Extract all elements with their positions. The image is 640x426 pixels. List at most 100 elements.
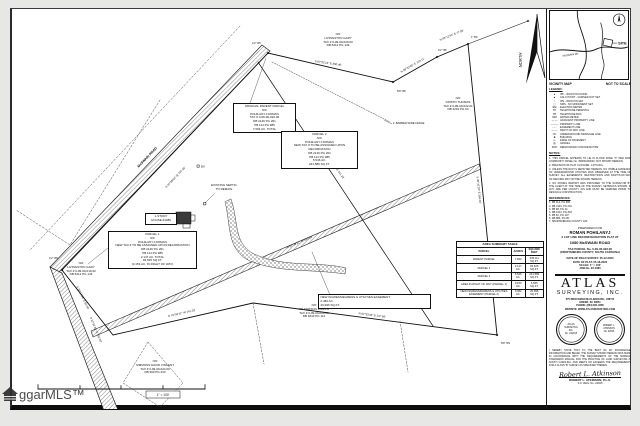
cell-sqft: 335,111 SQ.FT. <box>524 254 545 265</box>
parcel-1-label-box: PARCEL 1 N/F POHILANYJ ROMAN NEW TAX # T… <box>108 231 197 269</box>
cell-acres: 5.546 AC. <box>510 271 526 282</box>
vicinity-road-label: McSWAIN RD <box>562 52 578 57</box>
corner-pin <box>495 333 499 337</box>
cell-sqft: 6,665 SQ.FT. <box>524 280 545 290</box>
not-to-scale-caption: NOT TO SCALE <box>605 81 631 86</box>
prepared-for-block: PREPARED FOR ROMAN POHILANYJ 2 LOT LINE … <box>549 226 631 255</box>
electric-meter-icon: EM <box>552 106 557 110</box>
legend-item: ●IPF - IRON PIN FOUND <box>549 93 631 96</box>
firm-address: 575 BROCKMAN McCLIMON RD., UNIT B GREER,… <box>565 297 615 311</box>
pin-label: 1" IPF <box>471 36 478 39</box>
legend-title: LEGEND: <box>549 87 563 92</box>
firm-logo-bar <box>555 274 625 276</box>
certification-text: I HEREBY STATE THAT TO THE BEST OF MY KN… <box>549 348 631 368</box>
mls-watermark: ggarMLS™ <box>2 387 85 402</box>
cell-parcel: NEW INGRESS/EGRESS & UTILITIES EASEMENT … <box>456 288 512 298</box>
owner-label-livingston-top: N/F LIVINGSTON GARY TAX # 0-09-00-020.00… <box>323 32 353 48</box>
site-marker <box>602 38 614 48</box>
legend-item-label: EASEMENT LINE <box>560 125 581 129</box>
surveyor-seal-company: ATLAS SURVEYING INC. No. C02815 <box>555 314 587 346</box>
pin-label: 5/8" IPF <box>397 90 406 93</box>
boundary-extension <box>467 20 529 45</box>
table-row: PARENT PARCEL 7.693 335,111 SQ.FT. <box>456 254 545 265</box>
leader-line <box>204 193 215 204</box>
water-meter-icon: WM <box>552 116 557 120</box>
legend-item: ■BUILDING <box>549 136 631 139</box>
original-parcel-label-box: ORIGINAL PARENT PARCEL N/F POHILANYJ ROM… <box>233 103 296 134</box>
cell-sqft: 93,525 SQ.FT. <box>524 263 545 273</box>
telephone-box-icon: TB <box>552 112 557 116</box>
note-item: 2. PRECISION OF PLAT CLOSURE: 1:275,000+… <box>549 164 604 168</box>
site-label: SITE <box>618 41 627 46</box>
rcp-icon: RCP <box>551 145 558 149</box>
legend-item-label: CALC POINT - CORNER NOT SET <box>560 96 601 100</box>
legend-item: —·—RIGHT OF WAY LINE <box>549 129 631 132</box>
bearing-label: S 87°02'13" E 350.46' <box>314 59 342 67</box>
table-row: PARCEL 2 5.546 AC. 241,586 SQ.FT. <box>456 271 545 282</box>
client-name: ROMAN POHILANYJ <box>569 230 611 236</box>
north-arrow-label: NORTH <box>518 52 523 68</box>
seals-row: ATLAS SURVEYING INC. No. C02815 ROBERT L… <box>549 314 631 346</box>
surveyor-name: ROBERT L. ATKINSON, P.L.S. <box>569 377 611 382</box>
legend-item-label: REINFORCED CONCRETE PIPE <box>560 145 599 149</box>
adjacent-line <box>29 25 241 251</box>
cell-parcel: AREA IN RIGHT OF WAY (PARCEL 1) <box>456 280 512 290</box>
legend-item: ○IPS - IRON PIN SET <box>549 100 631 103</box>
legend-item: ▲CALC POINT - CORNER NOT SET <box>549 96 631 99</box>
legend-item: ▨GRAVEL <box>549 142 631 145</box>
septic-symbol <box>203 202 207 206</box>
legend-item-label: ADJACENT PROPERTY LINE <box>560 119 595 123</box>
vicinity-map-caption: VICINITY MAP <box>549 81 572 86</box>
title-block-divider <box>546 9 547 408</box>
table-row: PARCEL 1 2.147 AC. 93,525 SQ.FT. <box>456 263 545 273</box>
property-line-icon: ——— <box>550 122 559 126</box>
fence-line <box>271 61 391 123</box>
owner-label-wilkerson: N/F WILKERSON JOHN M TAX # 0-09-00-023.0… <box>298 303 330 319</box>
owner-label-livingston-left: N/F LIVINGSTON GARY TAX # 0-09-00-019.00… <box>66 261 96 277</box>
adjacent-line-icon: — — <box>551 119 558 123</box>
parcel-2-label-box: PARCEL 2 N/F POHILANYJ ROMAN NEW TAX # T… <box>281 131 358 169</box>
electric-meter-label: EM <box>201 166 205 169</box>
corner-pin <box>266 51 270 55</box>
cell-acres: 0.153 AC. <box>510 280 526 290</box>
cell-parcel: PARENT PARCEL <box>456 254 512 265</box>
cell-sqft: 241,586 SQ.FT. <box>524 271 545 282</box>
surveyor-registration: S.C. REG. No. 22815 <box>577 382 603 386</box>
new-lot-line <box>257 61 434 327</box>
iron-pin-found-icon: ● <box>553 93 556 96</box>
legend: LEGEND: ●IPF - IRON PIN FOUND ▲CALC POIN… <box>549 87 631 149</box>
road-band-branch <box>49 266 118 409</box>
corner-pin <box>466 42 470 46</box>
septic-label: EXISTING SEPTIC TO REMAIN <box>211 183 237 191</box>
legend-item-label: ELECTRIC METER <box>560 106 583 110</box>
pin-label: 1/2" IPF <box>252 42 261 45</box>
easement-line-icon: - - - <box>552 125 557 129</box>
cell-parcel: PARCEL 2 <box>456 271 512 282</box>
electric-meter-symbol <box>196 164 200 168</box>
references-title: REFERENCES: <box>549 195 571 200</box>
legend-item: - - -EASEMENT LINE <box>549 126 631 129</box>
legend-item-label: BUILDING <box>560 135 573 139</box>
surveyor-seal-personal: ROBERT L. ATKINSON No. 22815 <box>593 314 625 346</box>
legend-item-label: GRAVEL <box>560 142 571 146</box>
legend-item-label: RIGHT OF WAY LINE <box>560 129 585 133</box>
telephone-pedestal-icon: TP <box>552 109 557 113</box>
leader-line <box>311 251 331 296</box>
bearing-label: S 05°41'20" E 584.04' <box>476 176 483 204</box>
drainage-line-icon: =‖= <box>552 132 557 136</box>
signature-block: Robert L. Atkinson ROBERT L. ATKINSON, P… <box>549 368 631 386</box>
signature-line <box>559 376 621 378</box>
firm-name: ATLAS <box>560 275 620 291</box>
legend-item-label: WATER METER <box>560 116 579 120</box>
pin-label: 1/2" IPF <box>438 49 447 52</box>
job-info-block: DATE OF FIELD SURVEY: 05-12-2023 DATE OF… <box>566 257 614 271</box>
notes-section: NOTES: 1. THIS PARCEL APPEARS TO LIE IN … <box>549 151 631 194</box>
cell-acres: 0.482 AC. <box>510 288 526 298</box>
corner-pin <box>391 80 395 84</box>
cell-parcel: PARCEL 1 <box>456 263 512 273</box>
